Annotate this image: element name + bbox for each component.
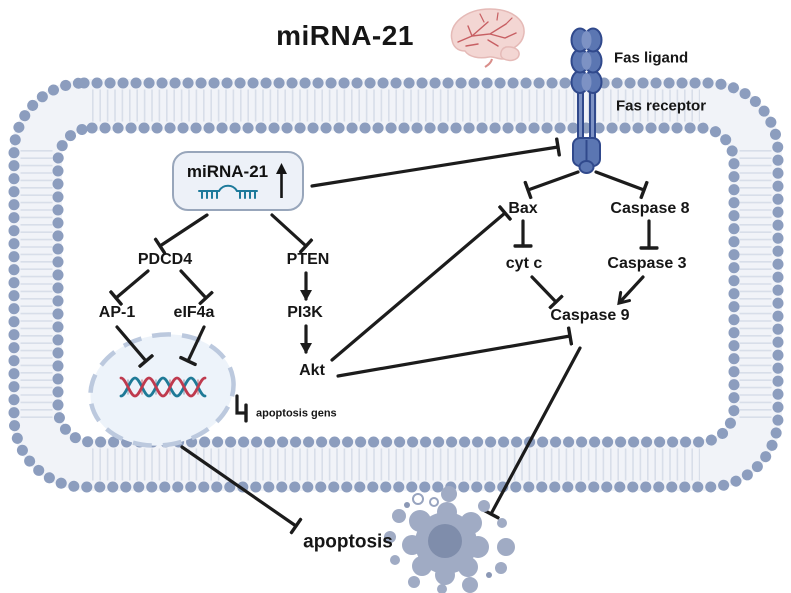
- edge-mirna21-box-to-pten: [270, 213, 306, 246]
- mirna-hairpin-icon: [197, 184, 258, 199]
- edge-pdcd4-to-ap1: [116, 269, 150, 298]
- mirna21-node-box: miRNA-21: [172, 151, 304, 211]
- node-akt: Akt: [299, 362, 325, 379]
- up-arrow-icon: [276, 163, 288, 198]
- edge-ap1-to-nucleus: [115, 325, 146, 361]
- mirna21-box-label: miRNA-21: [186, 161, 269, 181]
- node-pi3k: PI3K: [287, 304, 323, 321]
- node-eif4a: eIF4a: [173, 304, 215, 321]
- apoptosis-gens-label: apoptosis gens: [256, 407, 337, 420]
- node-pdcd4: PDCD4: [137, 251, 193, 268]
- brain-icon: [450, 8, 525, 68]
- apoptosis-label: apoptosis: [303, 531, 393, 553]
- node-bax: Bax: [508, 200, 538, 217]
- edge-fas-receptor-to-bax: [528, 170, 580, 190]
- edge-cytc-to-caspase9: [530, 275, 556, 302]
- apoptotic-cell-icon: [384, 486, 515, 593]
- node-ap1: AP-1: [98, 304, 136, 321]
- fas-receptor-label: Fas receptor: [616, 97, 707, 115]
- nucleus-icon: [88, 332, 236, 448]
- node-caspase3: Caspase 3: [607, 255, 687, 272]
- edge-pdcd4-to-eif4a: [179, 269, 206, 298]
- edge-eif4a-to-nucleus: [188, 325, 206, 361]
- cell-membrane-lipid-bilayer-icon: [8, 77, 784, 493]
- dna-double-helix-icon: [119, 376, 207, 398]
- edge-dna-to-apoptosis-gens: [235, 394, 246, 413]
- edge-caspase3-to-caspase9: [617, 275, 645, 306]
- page-title: miRNA-21: [276, 20, 414, 51]
- pathway-edges: [116, 147, 649, 526]
- edge-akt-to-bax: [330, 213, 505, 362]
- edge-fas-receptor-to-caspase8: [594, 170, 644, 190]
- node-pten: PTEN: [286, 251, 330, 268]
- edge-mirna21-box-to-pdcd4: [160, 213, 209, 246]
- edge-akt-to-caspase9: [336, 336, 570, 378]
- fas-ligand-label: Fas ligand: [614, 49, 689, 67]
- node-cytc: cyt c: [505, 255, 543, 272]
- node-caspase9: Caspase 9: [550, 307, 630, 324]
- edge-nucleus-to-apoptosis: [180, 445, 296, 526]
- node-caspase8: Caspase 8: [610, 200, 690, 217]
- fas-receptor-icon: [570, 27, 603, 174]
- edge-mirna21-box-to-fas-receptor: [310, 147, 558, 188]
- edge-caspase9-to-apoptotic-cell: [491, 346, 582, 514]
